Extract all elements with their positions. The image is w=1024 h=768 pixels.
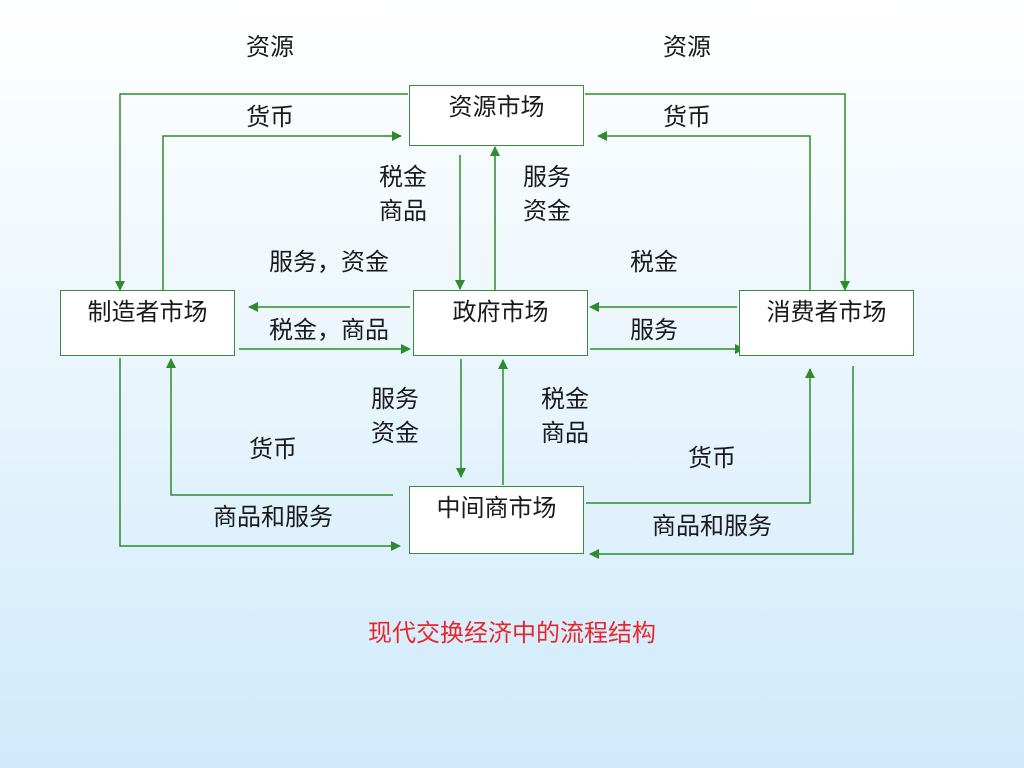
goods-label-upper: 商品 <box>379 197 427 225</box>
government-market-box: 政府市场 <box>413 290 588 356</box>
currency-label-top-right: 货币 <box>663 103 711 131</box>
tax-label-upper: 税金 <box>379 163 427 191</box>
goods-label-lower: 商品 <box>541 419 589 447</box>
manufacturer-market-label: 制造者市场 <box>87 298 208 326</box>
government-market-label: 政府市场 <box>452 298 549 326</box>
consumer-market-box: 消费者市场 <box>739 290 914 356</box>
arrow-manufacturer-to-resource <box>162 131 402 290</box>
arrow-intermediary-to-manufacturer <box>166 358 393 496</box>
arrow-consumer-to-intermediary <box>589 366 854 559</box>
arrow-resource-to-manufacturer <box>115 93 408 291</box>
tax-goods-label-lower: 税金 商品 <box>541 382 589 450</box>
resource-label-left: 资源 <box>246 33 294 61</box>
service-funds-label-left: 服务，资金 <box>269 248 389 276</box>
goods-services-label-left: 商品和服务 <box>213 503 333 531</box>
service-funds-label-lower: 服务 资金 <box>371 382 419 450</box>
currency-label-top-left: 货币 <box>246 103 294 131</box>
resource-market-box: 资源市场 <box>409 85 584 146</box>
intermediary-market-label: 中间商市场 <box>436 494 557 522</box>
resource-market-label: 资源市场 <box>448 93 545 121</box>
tax-goods-label-left: 税金，商品 <box>269 316 389 344</box>
tax-goods-label-upper: 税金 商品 <box>379 160 427 228</box>
consumer-market-label: 消费者市场 <box>766 298 887 326</box>
resource-label-right: 资源 <box>663 33 711 61</box>
service-label-right: 服务 <box>630 316 678 344</box>
currency-label-bottom-left: 货币 <box>249 435 297 463</box>
currency-label-bottom-right: 货币 <box>688 444 736 472</box>
tax-label-lower: 税金 <box>541 385 589 413</box>
goods-services-label-right: 商品和服务 <box>652 512 772 540</box>
service-label-upper: 服务 <box>523 163 571 191</box>
arrow-manufacturer-to-intermediary <box>119 358 401 551</box>
arrow-resource-to-consumer <box>585 93 850 291</box>
manufacturer-market-box: 制造者市场 <box>60 290 235 356</box>
intermediary-market-box: 中间商市场 <box>409 486 584 554</box>
funds-label-upper: 资金 <box>523 197 571 225</box>
diagram-caption: 现代交换经济中的流程结构 <box>368 619 656 647</box>
funds-label-lower: 资金 <box>371 419 419 447</box>
arrow-intermediary-to-consumer <box>586 368 815 504</box>
arrow-consumer-to-resource <box>597 131 811 290</box>
service-label-lower: 服务 <box>371 385 419 413</box>
tax-label-right: 税金 <box>630 248 678 276</box>
service-funds-label-upper: 服务 资金 <box>523 160 571 228</box>
